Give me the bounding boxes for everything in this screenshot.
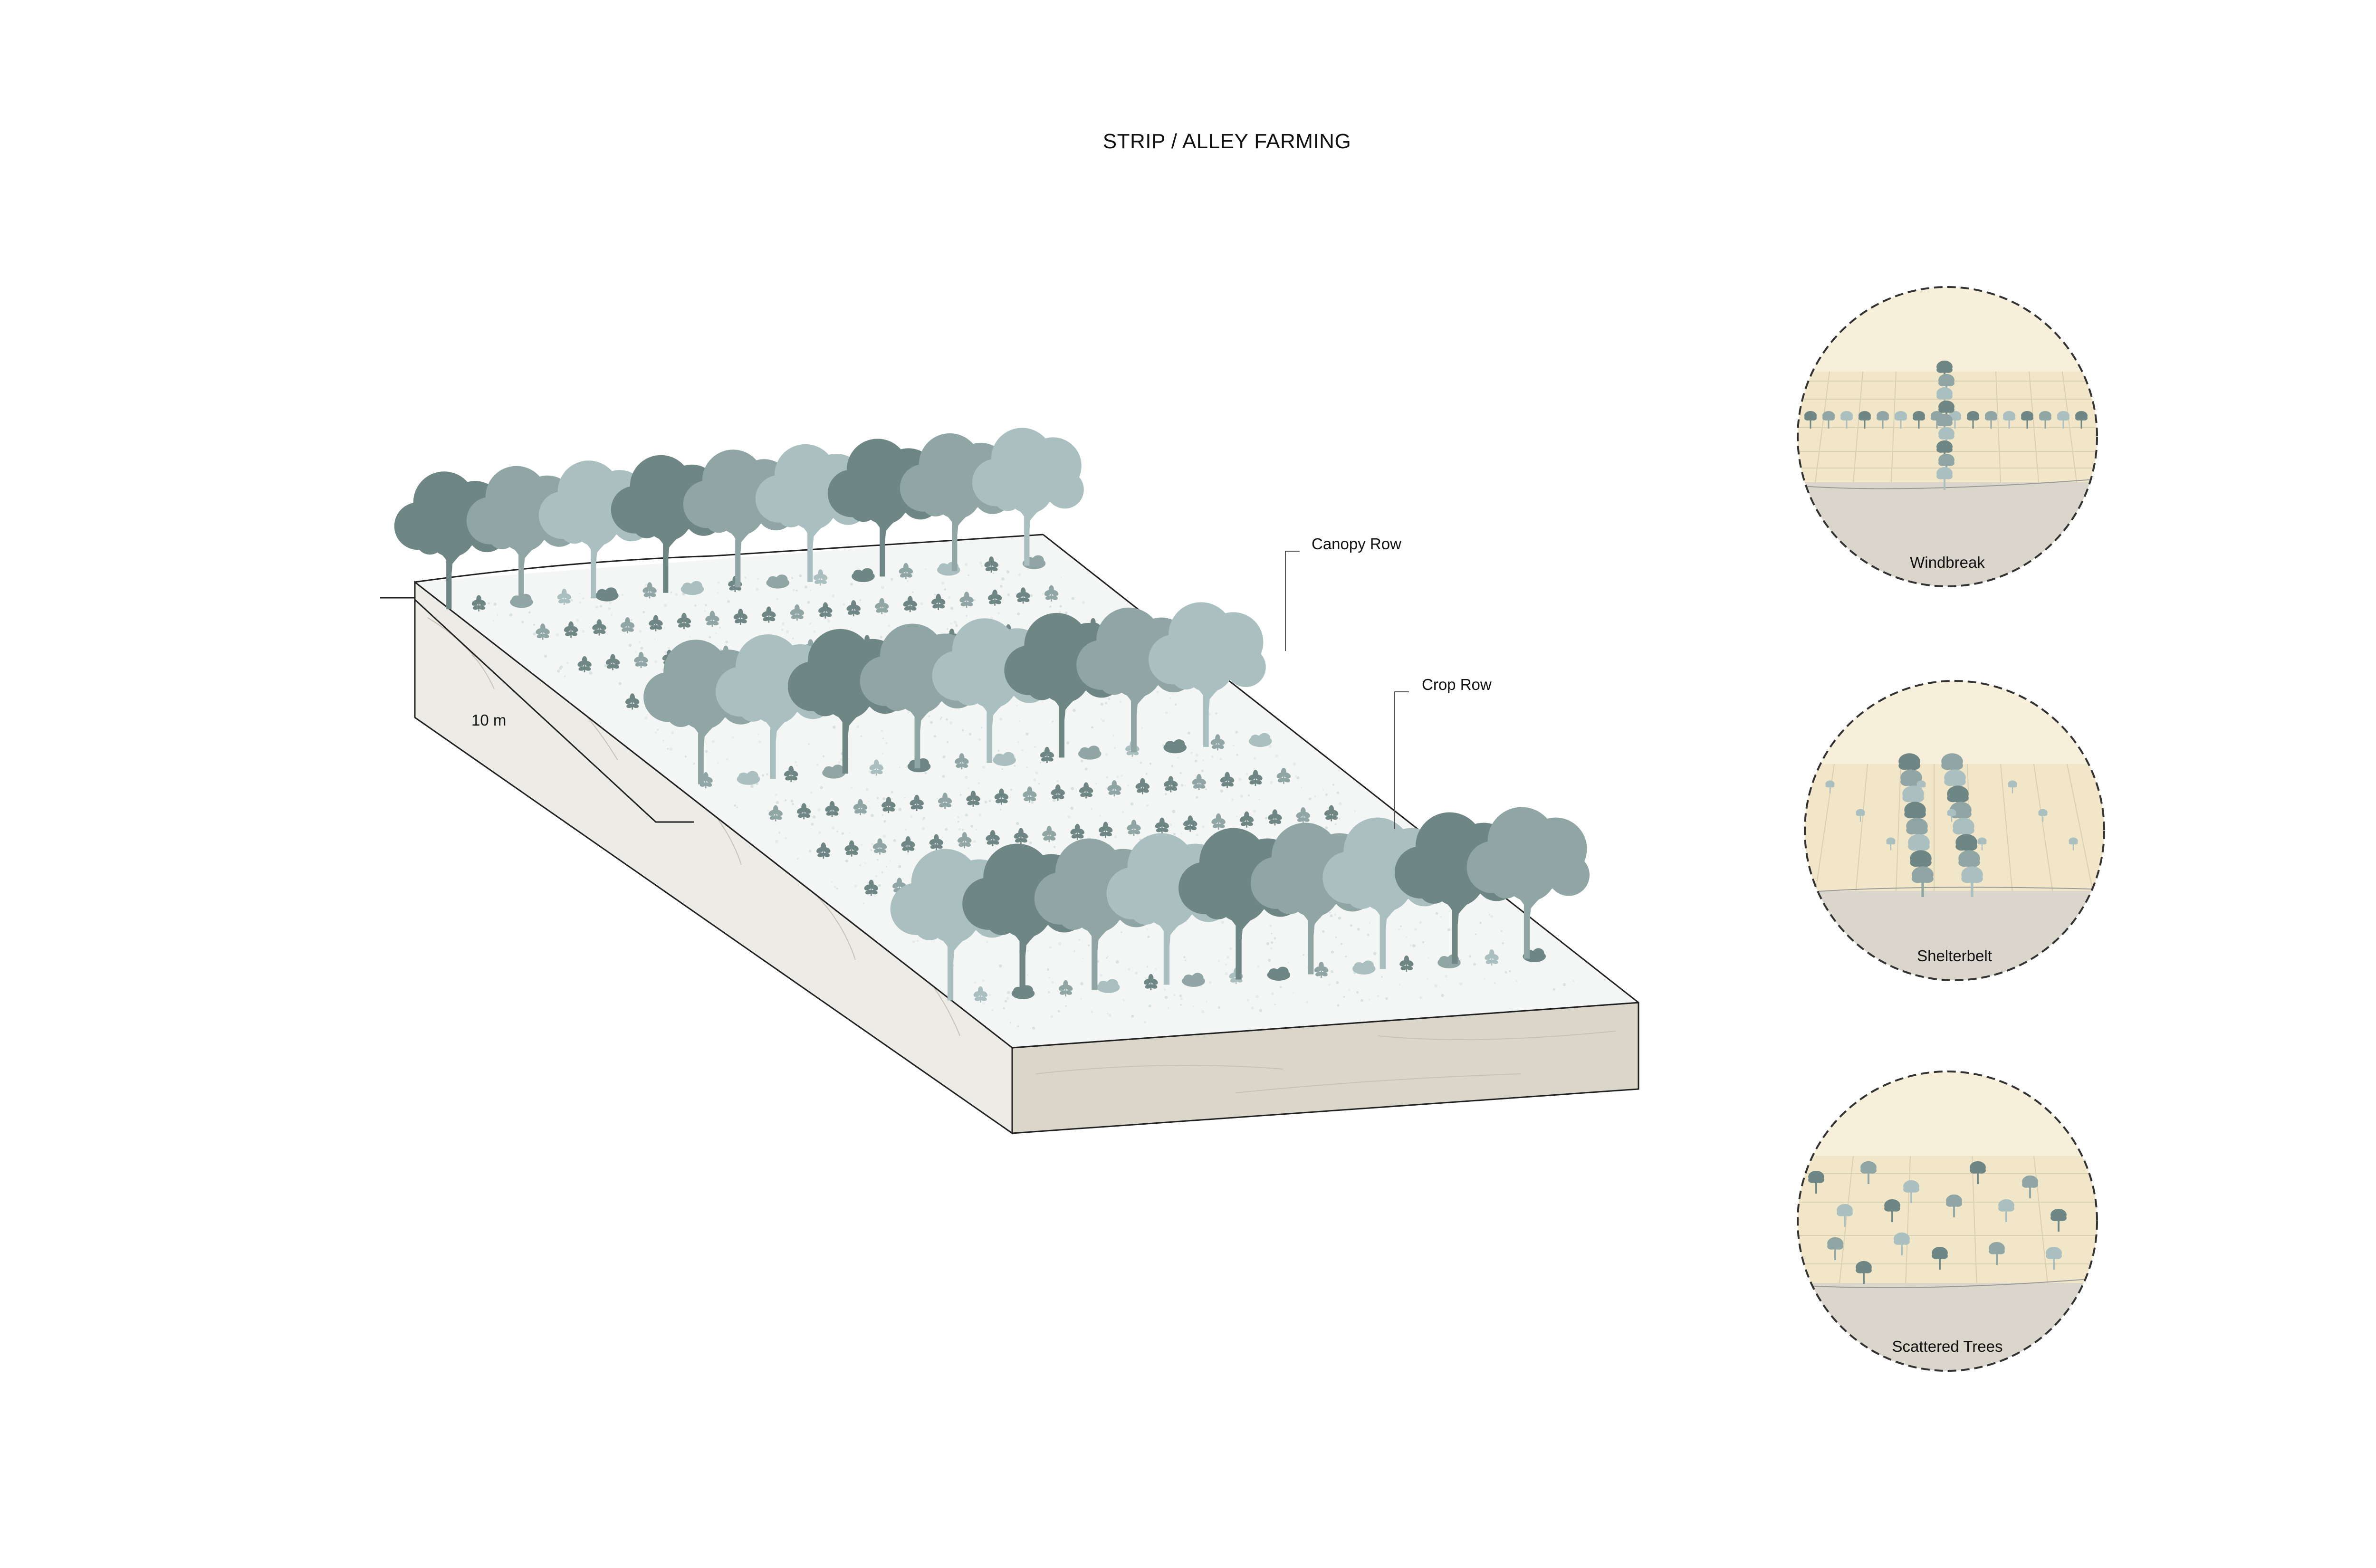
windbreak-caption: Windbreak	[1910, 554, 1985, 571]
scale-label: 10 m	[471, 711, 506, 729]
shelterbelt-caption: Shelterbelt	[1917, 947, 1992, 965]
inset-shelterbelt: Shelterbelt	[1803, 679, 2108, 984]
crop-row-label: Crop Row	[1422, 676, 1492, 693]
scattered-trees-caption: Scattered Trees	[1892, 1338, 2003, 1355]
inset-windbreak: Windbreak	[1796, 285, 2100, 589]
diagram-title: STRIP / ALLEY FARMING	[1103, 130, 1351, 153]
canopy-row-label: Canopy Row	[1312, 535, 1401, 553]
inset-scattered-trees: Scattered Trees	[1796, 1069, 2100, 1373]
crop-row-callout: Crop Row	[1395, 676, 1492, 829]
canopy-row-callout: Canopy Row	[1285, 535, 1401, 651]
